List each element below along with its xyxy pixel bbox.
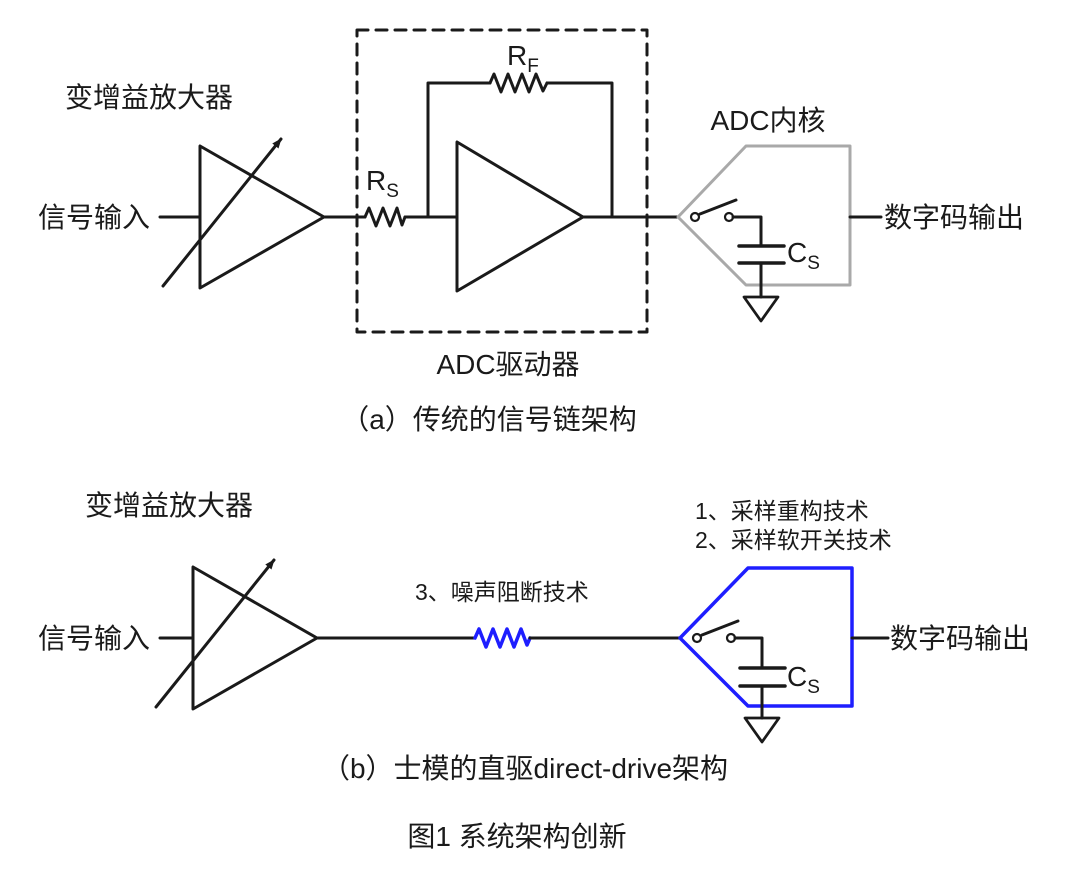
wire-switch-to-cap <box>733 636 764 670</box>
cs-label: CS <box>787 661 820 698</box>
rs-label: RS <box>366 165 399 202</box>
cs-label: CS <box>787 237 820 274</box>
rs-label-main: R <box>366 165 386 196</box>
adc-core-label: ADC内核 <box>710 105 825 136</box>
signal-input-label: 信号输入 <box>38 202 150 233</box>
digital-output-label: 数字码输出 <box>884 202 1024 233</box>
vga-label: 变增益放大器 <box>65 82 233 113</box>
cs-label-main: C <box>787 237 807 268</box>
digital-output-label: 数字码输出 <box>890 623 1030 654</box>
ground-symbol <box>743 716 781 744</box>
rs-label-sub: S <box>386 181 399 202</box>
cs-label-sub: S <box>807 253 820 274</box>
figure-title: 图1 系统架构创新 <box>407 821 626 852</box>
noise-blocking-resistor <box>473 627 532 649</box>
annotation-noise-blocking: 3、噪声阻断技术 <box>415 579 589 605</box>
diagram-b: 变增益放大器 信号输入 1、采样重构技术 2、采样软开关技术 3、噪声阻断技术 … <box>38 490 1030 784</box>
vga-label: 变增益放大器 <box>85 490 253 521</box>
switch-contact-left <box>689 211 701 223</box>
switch-contact-left <box>691 632 703 644</box>
rf-label: RF <box>507 40 539 77</box>
annotation-sampling-soft-switch: 2、采样软开关技术 <box>695 527 892 553</box>
vga-triangle <box>191 565 319 711</box>
cs-label-sub: S <box>807 677 820 698</box>
vga-gain-arrow <box>154 558 276 709</box>
wire-switch-to-cap <box>731 215 763 248</box>
caption-a: （a）传统的信号链架构 <box>341 404 637 435</box>
annotation-sampling-reconstruction: 1、采样重构技术 <box>695 498 869 524</box>
rf-resistor <box>488 72 549 94</box>
switch-arm <box>698 198 738 216</box>
rf-label-sub: F <box>527 56 539 77</box>
diagram-a: 变增益放大器 信号输入 RS RF ADC驱动器 ADC内核 CS <box>38 28 1024 435</box>
opamp-triangle <box>455 140 585 293</box>
feedback-wire-right <box>545 81 614 219</box>
rf-label-main: R <box>507 40 527 71</box>
feedback-wire-left <box>426 81 492 219</box>
caption-b: （b）士模的直驱direct-drive架构 <box>322 753 728 784</box>
switch-arm <box>700 619 740 637</box>
ground-symbol <box>742 295 780 323</box>
vga-gain-arrow <box>161 137 283 288</box>
vga-triangle <box>198 144 326 290</box>
signal-input-label: 信号输入 <box>38 623 150 654</box>
adc-driver-dashed-box <box>355 28 649 334</box>
adc-driver-label: ADC驱动器 <box>436 349 579 380</box>
cs-label-main: C <box>787 661 807 692</box>
rs-resistor <box>363 206 407 228</box>
